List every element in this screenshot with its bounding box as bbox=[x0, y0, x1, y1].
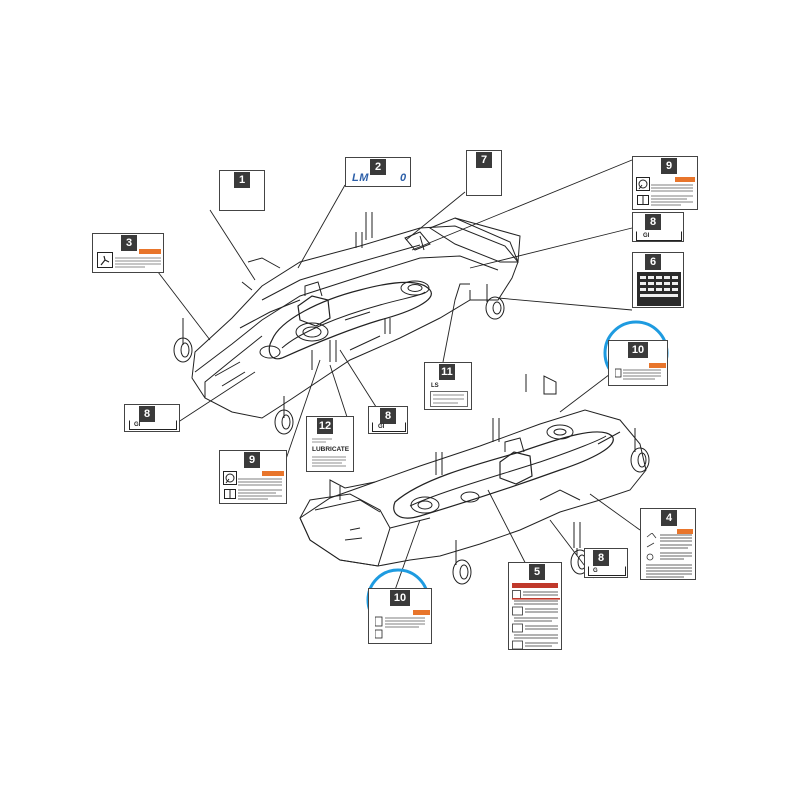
info-text-lines bbox=[430, 391, 468, 407]
upper-mower-deck bbox=[173, 212, 521, 435]
callout-8: 8 bbox=[593, 550, 609, 566]
warning-text-lines bbox=[375, 616, 425, 639]
callout-5: 5 bbox=[529, 564, 545, 580]
decal-8-gi-upper-right: 8 GI bbox=[632, 212, 684, 242]
callout-7: 7 bbox=[476, 152, 492, 168]
decal-6-keyboard-grid: 6 bbox=[632, 252, 684, 308]
decal-1-ls-logo: 1 bbox=[219, 170, 265, 211]
gi-label: GI bbox=[378, 424, 385, 430]
gi-plate bbox=[129, 420, 177, 430]
warning-header bbox=[413, 610, 430, 615]
warning-header bbox=[262, 471, 284, 476]
pinch-hazard-icon bbox=[223, 471, 237, 485]
warning-header bbox=[675, 177, 695, 182]
callout-8: 8 bbox=[380, 408, 396, 424]
warning-header bbox=[677, 529, 693, 534]
decal-8-gi-middle: 8 GI bbox=[368, 406, 408, 434]
decal-4-safety-instructions: 4 bbox=[640, 508, 696, 580]
decal-2-lm-model-logo: 2 LM 0 bbox=[345, 157, 411, 187]
callout-12: 12 bbox=[317, 418, 333, 434]
warning-text-lines bbox=[238, 478, 282, 500]
callout-9: 9 bbox=[661, 158, 677, 174]
decal-9-lower-warning: 9 bbox=[219, 450, 287, 504]
callout-8: 8 bbox=[645, 214, 661, 230]
decal-11-ls-info: 11 LS bbox=[424, 362, 472, 410]
pinch-hazard-icon bbox=[636, 177, 650, 191]
lm-logo-tail: 0 bbox=[400, 172, 407, 184]
callout-10: 10 bbox=[628, 342, 648, 358]
gi-plate bbox=[372, 422, 406, 432]
callout-4: 4 bbox=[661, 510, 677, 526]
decal-7-no-hands-sign: 7 bbox=[466, 150, 502, 196]
warning-header bbox=[649, 363, 666, 368]
decal-8-g-lower-right: 8 G bbox=[584, 548, 628, 578]
safety-pictograms bbox=[646, 533, 692, 578]
decal-10-lower: 10 bbox=[368, 588, 432, 644]
g-label: G bbox=[593, 568, 598, 574]
callout-11: 11 bbox=[439, 364, 455, 380]
callout-2: 2 bbox=[370, 159, 386, 175]
callout-10: 10 bbox=[390, 590, 410, 606]
lubricate-text-lines bbox=[312, 456, 346, 467]
warning-text-lines bbox=[615, 368, 661, 380]
decal-12-lubricate: 12 LUBRICATE bbox=[306, 416, 354, 472]
gi-plate bbox=[636, 231, 682, 241]
callout-6: 6 bbox=[645, 254, 661, 270]
lower-mower-deck bbox=[299, 374, 650, 585]
g-plate bbox=[588, 566, 626, 576]
grid-panel-art bbox=[637, 272, 681, 306]
manual-icon bbox=[637, 195, 649, 205]
lm-logo-text: LM bbox=[352, 172, 369, 184]
warning-header bbox=[139, 249, 161, 254]
danger-header bbox=[512, 583, 558, 588]
callout-9: 9 bbox=[244, 452, 260, 468]
decal-5-danger-rotating-blades: 5 bbox=[508, 562, 562, 650]
warning-text-lines bbox=[115, 257, 161, 268]
lubricate-text-lines-top bbox=[312, 438, 332, 443]
slip-hazard-icon bbox=[97, 252, 113, 268]
manual-icon bbox=[224, 489, 236, 499]
gi-label: GI bbox=[134, 422, 141, 428]
callout-1: 1 bbox=[234, 172, 250, 188]
decal-10-upper: 10 bbox=[608, 340, 668, 386]
warning-text-lines bbox=[651, 184, 693, 206]
ls-info-logo: LS bbox=[431, 383, 439, 389]
danger-panels bbox=[512, 590, 560, 650]
gi-label: GI bbox=[643, 233, 650, 239]
decal-8-gi-upper-left: 8 GI bbox=[124, 404, 180, 432]
callout-8: 8 bbox=[139, 406, 155, 422]
lubricate-label: LUBRICATE bbox=[312, 446, 350, 453]
decal-3-warning: 3 bbox=[92, 233, 164, 273]
decal-9-upper-warning: 9 bbox=[632, 156, 698, 210]
callout-3: 3 bbox=[121, 235, 137, 251]
